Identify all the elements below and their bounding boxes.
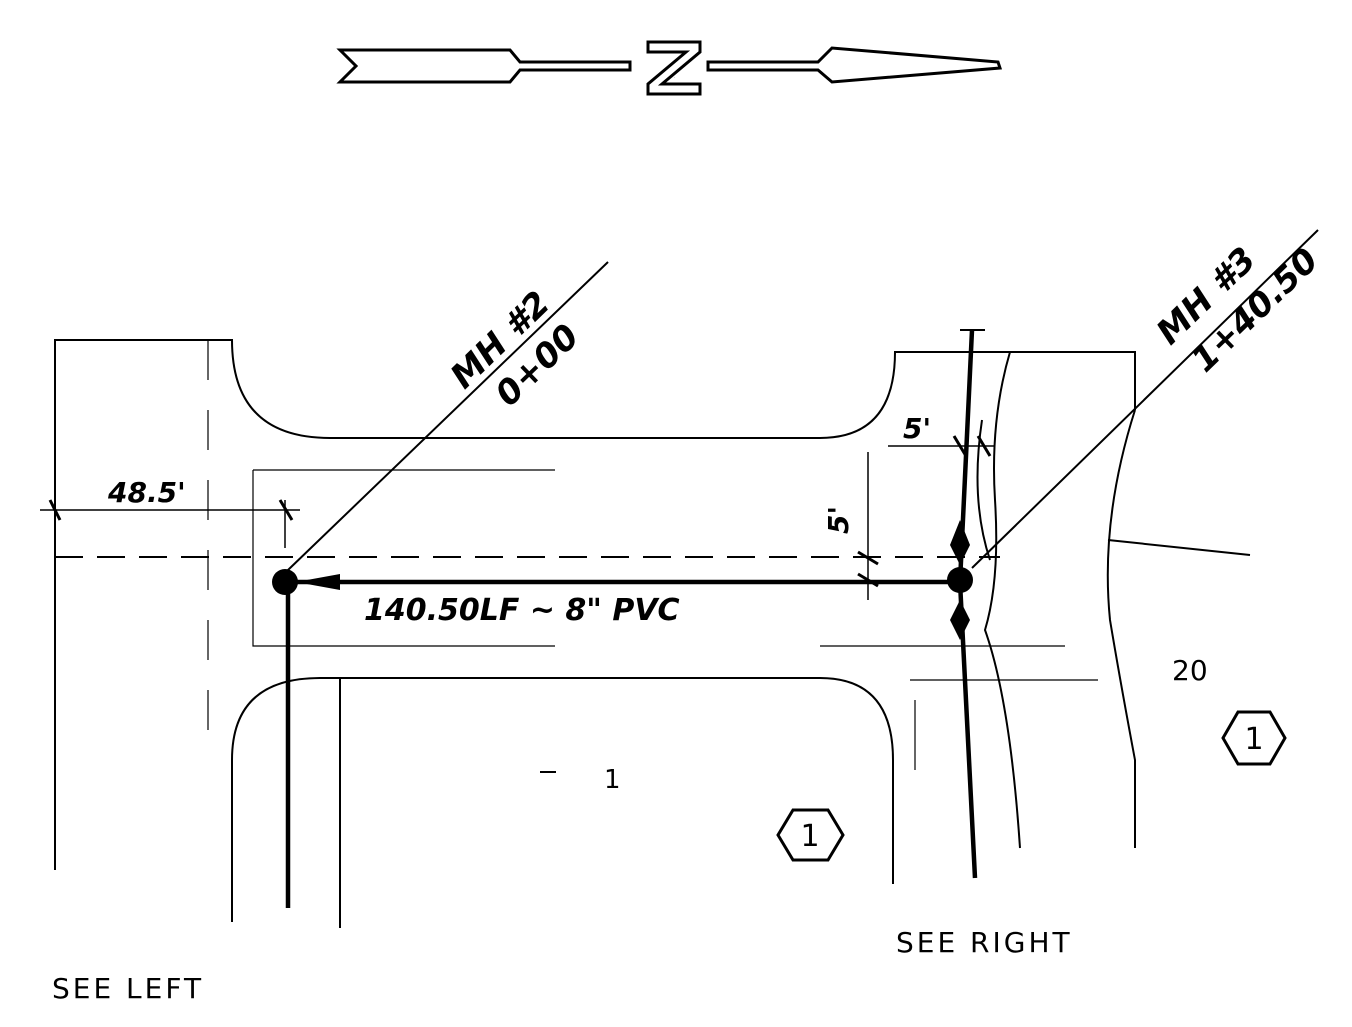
- north-arrow-icon: [336, 40, 1003, 96]
- lateral-right: [957, 329, 978, 879]
- svg-text:1: 1: [1244, 722, 1263, 757]
- pipe-label: 140.50LF ~ 8" PVC: [364, 593, 680, 628]
- manhole-2-icon: [272, 569, 298, 595]
- leader-lines: [287, 229, 1319, 571]
- dimension-5-vertical: 5': [822, 506, 855, 534]
- dimension-48-5: 48.5': [107, 476, 186, 509]
- street-outline: [54, 339, 1251, 928]
- see-left-label: SEE LEFT: [52, 972, 204, 1005]
- svg-text:1: 1: [800, 819, 819, 854]
- manhole-3-icon: [947, 567, 973, 593]
- callout-hexagon-icon: 1: [1221, 710, 1287, 766]
- easement-lines: [55, 340, 1098, 770]
- dimension-lines: [40, 435, 995, 600]
- dimension-5-horizontal: 5': [903, 412, 931, 445]
- callout-hexagon-icon: 1: [776, 808, 845, 862]
- north-arrow-label: N: [674, 77, 675, 79]
- flow-arrow-icons: [296, 520, 970, 640]
- small-mark: 1: [604, 765, 621, 795]
- see-right-label: SEE RIGHT: [896, 926, 1073, 959]
- lot-number: 20: [1172, 654, 1208, 687]
